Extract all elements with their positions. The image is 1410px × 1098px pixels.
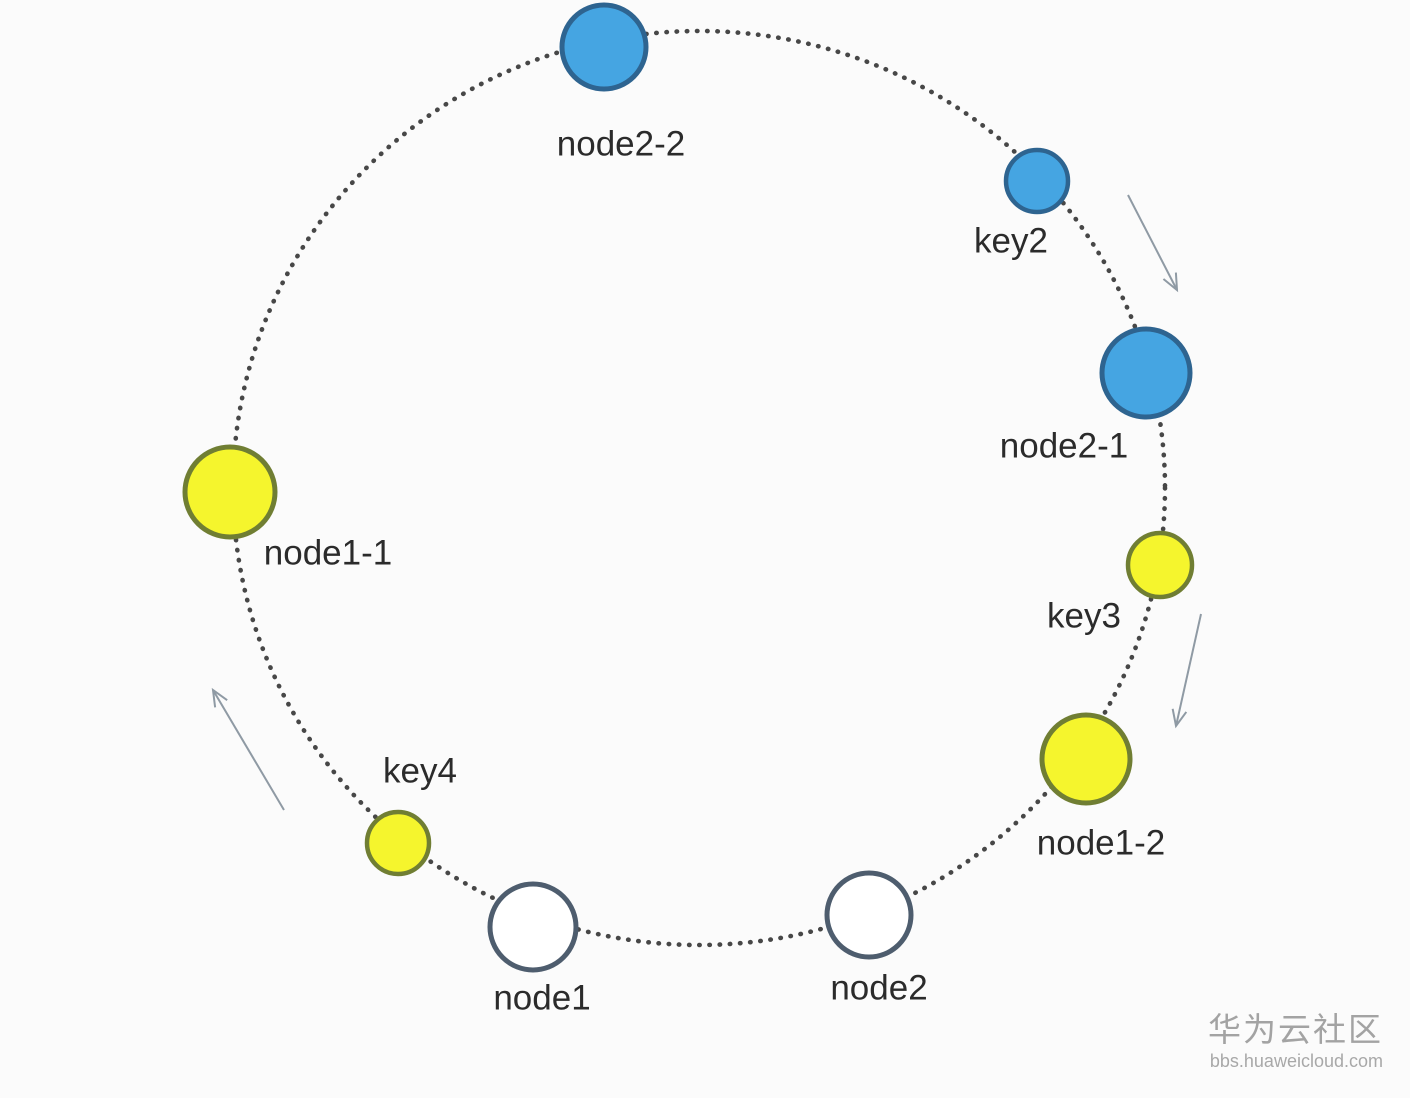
arrow-key2-to-node2-1 xyxy=(1127,194,1179,293)
label-node1-1: node1-1 xyxy=(264,534,392,573)
physical-node-circle-node2 xyxy=(824,870,914,960)
virtual-node-circle-node1-1 xyxy=(182,444,278,540)
label-key4: key4 xyxy=(383,752,457,791)
label-node2-2: node2-2 xyxy=(557,125,685,164)
watermark-community-name: 华为云社区 xyxy=(1208,1011,1383,1049)
watermark-site-url: bbs.huaweicloud.com xyxy=(1209,1051,1383,1072)
virtual-node-circle-node1-2 xyxy=(1039,712,1133,806)
key-circle-key3 xyxy=(1125,530,1195,600)
arrow-key3-to-node1-2 xyxy=(1171,613,1202,729)
key-circle-key4 xyxy=(364,809,432,877)
virtual-node-circle-node2-2 xyxy=(559,2,649,92)
label-key3: key3 xyxy=(1047,597,1121,636)
label-node2-1: node2-1 xyxy=(1000,427,1128,466)
label-node1-2: node1-2 xyxy=(1037,824,1165,863)
label-node2: node2 xyxy=(830,969,927,1008)
arrow-left-clockwise xyxy=(211,687,285,811)
virtual-node-circle-node2-1 xyxy=(1099,326,1193,420)
physical-node-circle-node1 xyxy=(487,881,579,973)
key-circle-key2 xyxy=(1003,147,1071,215)
label-node1: node1 xyxy=(493,979,590,1018)
watermark: 华为云社区 bbs.huaweicloud.com xyxy=(1208,1011,1383,1072)
label-key2: key2 xyxy=(974,222,1048,261)
